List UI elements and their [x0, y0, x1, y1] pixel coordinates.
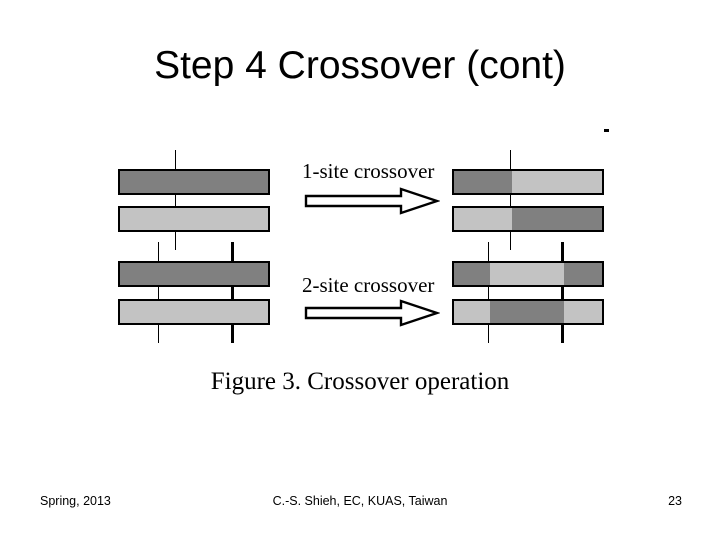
crossover-site-line-offspring-1site [510, 150, 511, 250]
chromosome-child-b-1site [452, 206, 604, 232]
crossover-site-line-2-offspring-2site [561, 242, 564, 343]
gene-segment [454, 171, 512, 193]
gene-segment [120, 208, 268, 230]
gene-segment [120, 171, 268, 193]
page-title: Step 4 Crossover (cont) [154, 44, 566, 87]
gene-segment [120, 263, 268, 285]
gene-segment [120, 301, 268, 323]
gene-segment [454, 208, 512, 230]
gene-segment [454, 301, 490, 323]
operation-label-1site: 1-site crossover [302, 159, 435, 183]
gene-segment [564, 263, 602, 285]
chromosome-parent-b-2site [118, 299, 270, 325]
crossover-site-line-1-offspring-2site [488, 242, 489, 343]
footer-page-number: 23 [668, 494, 682, 508]
chromosome-parent-a-2site [118, 261, 270, 287]
gene-segment [454, 263, 490, 285]
chromosome-parent-a-1site [118, 169, 270, 195]
operation-label-2site: 2-site crossover [302, 273, 435, 297]
crossover-figure: 1-site crossover 2-site crossover [118, 129, 609, 395]
gene-segment [490, 301, 564, 323]
crossover-site-line-2-parent-2site [231, 242, 234, 343]
gene-segment [490, 263, 564, 285]
chromosome-child-a-1site [452, 169, 604, 195]
figure-caption: Figure 3. Crossover operation [210, 368, 510, 395]
chromosome-child-a-2site [452, 261, 604, 287]
gene-segment [512, 171, 602, 193]
footer-term: Spring, 2013 [40, 494, 111, 508]
right-block-arrow-icon-1site [304, 186, 441, 221]
gene-segment [512, 208, 602, 230]
footer-attribution: C.-S. Shieh, EC, KUAS, Taiwan [272, 494, 448, 508]
crossover-site-line-parent-1site [175, 150, 176, 250]
gene-segment [564, 301, 602, 323]
slide-footer: Spring, 2013 C.-S. Shieh, EC, KUAS, Taiw… [0, 494, 720, 518]
chromosome-child-b-2site [452, 299, 604, 325]
scan-artifact-mark [604, 129, 609, 132]
right-block-arrow-icon-2site [304, 298, 441, 333]
crossover-site-line-1-parent-2site [158, 242, 159, 343]
chromosome-parent-b-1site [118, 206, 270, 232]
